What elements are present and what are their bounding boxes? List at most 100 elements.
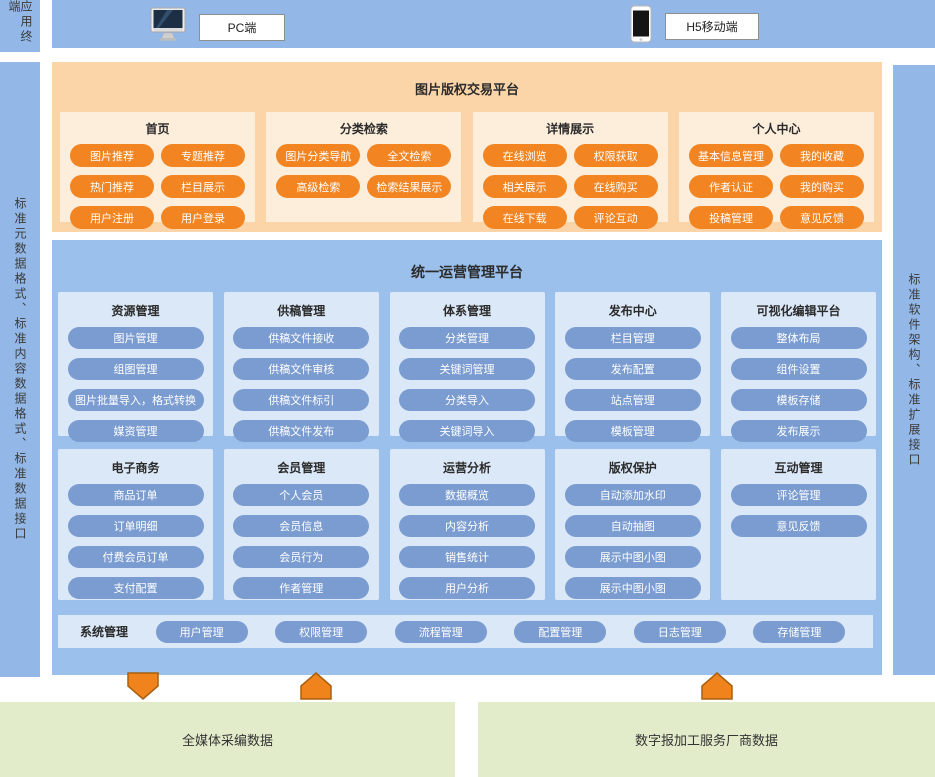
module-group: 运营分析数据概览内容分析销售统计用户分析 bbox=[389, 449, 545, 600]
feature-group: 首页图片推荐专题推荐热门推荐栏目展示用户注册用户登录 bbox=[60, 112, 255, 229]
module-button: 发布配置 bbox=[564, 358, 701, 380]
module-title: 会员管理 bbox=[277, 461, 326, 475]
feature-group: 分类检索图片分类导航全文检索高级检索检索结果展示 bbox=[266, 112, 462, 222]
feature-button: 图片分类导航 bbox=[276, 144, 361, 167]
module-group: 资源管理图片管理组图管理图片批量导入，格式转换媒资管理 bbox=[58, 292, 213, 442]
ops-module-row: 电子商务商品订单订单明细付费会员订单支付配置会员管理个人会员会员信息会员行为作者… bbox=[58, 449, 876, 600]
ops-platform-title: 统一运营管理平台 bbox=[411, 264, 523, 280]
h5-terminal: H5移动端 bbox=[630, 5, 759, 48]
module-button: 整体布局 bbox=[730, 327, 867, 349]
module-title: 运营分析 bbox=[442, 461, 491, 475]
ops-module-row: 资源管理图片管理组图管理图片批量导入，格式转换媒资管理供稿管理供稿文件接收供稿文… bbox=[58, 292, 876, 442]
module-button: 关键词管理 bbox=[399, 358, 535, 380]
feature-button: 在线购买 bbox=[573, 175, 658, 198]
module-group: 可视化编辑平台整体布局组件设置模板存储发布展示 bbox=[721, 292, 876, 442]
sidebar-app-terminal-label: 应用终端 bbox=[7, 0, 33, 45]
module-button: 展示中图小图 bbox=[564, 577, 701, 599]
button-grid: 图片推荐专题推荐热门推荐栏目展示用户注册用户登录 bbox=[60, 144, 255, 229]
trade-platform-panel: 图片版权交易平台 首页图片推荐专题推荐热门推荐栏目展示用户注册用户登录 分类检索图… bbox=[52, 62, 882, 232]
module-button: 图片管理 bbox=[67, 327, 204, 349]
module-button: 栏目管理 bbox=[564, 327, 701, 349]
module-button: 用户分析 bbox=[399, 577, 535, 599]
trade-platform-title: 图片版权交易平台 bbox=[414, 82, 519, 97]
feature-button: 评论互动 bbox=[573, 206, 658, 229]
sidebar-standards-left-label: 标准元数据格式、标准内容数据格式、标准数据接口 bbox=[13, 197, 27, 542]
module-button: 数据概览 bbox=[399, 484, 535, 506]
module-group: 互动管理评论管理意见反馈 bbox=[721, 449, 876, 600]
pc-terminal: PC端 bbox=[150, 7, 285, 47]
module-button: 供稿文件审核 bbox=[233, 358, 370, 380]
feature-button: 全文检索 bbox=[367, 144, 452, 167]
feature-button: 热门推荐 bbox=[70, 175, 154, 198]
module-button: 分类导入 bbox=[399, 389, 535, 411]
group-title: 个人中心 bbox=[752, 122, 801, 136]
feature-button: 栏目展示 bbox=[161, 175, 245, 198]
module-button: 媒资管理 bbox=[67, 420, 204, 442]
system-button: 配置管理 bbox=[514, 620, 607, 643]
h5-terminal-label: H5移动端 bbox=[665, 13, 759, 40]
arrow-up-icon bbox=[300, 672, 332, 700]
module-button: 销售统计 bbox=[399, 546, 535, 568]
system-buttons: 用户管理权限管理流程管理配置管理日志管理存储管理 bbox=[128, 620, 873, 643]
data-source-label: 数字报加工服务厂商数据 bbox=[634, 733, 778, 748]
feature-button: 在线下载 bbox=[482, 206, 567, 229]
module-button: 支付配置 bbox=[67, 577, 204, 599]
feature-button: 用户登录 bbox=[161, 206, 245, 229]
module-group: 体系管理分类管理关键词管理分类导入关键词导入 bbox=[389, 292, 545, 442]
module-button: 组件设置 bbox=[730, 358, 867, 380]
group-title: 分类检索 bbox=[339, 122, 388, 136]
module-button: 会员行为 bbox=[233, 546, 370, 568]
module-group: 会员管理个人会员会员信息会员行为作者管理 bbox=[223, 449, 379, 600]
group-title: 详情展示 bbox=[546, 122, 595, 136]
data-source-box: 全媒体采编数据 bbox=[0, 702, 455, 777]
system-button: 存储管理 bbox=[753, 620, 846, 643]
module-button: 会员信息 bbox=[233, 515, 370, 537]
button-grid: 基本信息管理我的收藏作者认证我的购买投稿管理意见反馈 bbox=[679, 144, 874, 229]
feature-button: 我的购买 bbox=[779, 175, 864, 198]
feature-button: 在线浏览 bbox=[482, 144, 567, 167]
module-button: 供稿文件标引 bbox=[233, 389, 370, 411]
module-title: 可视化编辑平台 bbox=[756, 304, 841, 318]
module-group: 版权保护自动添加水印自动抽图展示中图小图展示中图小图 bbox=[555, 449, 711, 600]
module-button: 个人会员 bbox=[233, 484, 370, 506]
feature-group: 详情展示在线浏览权限获取相关展示在线购买在线下载评论互动 bbox=[472, 112, 668, 229]
system-button: 日志管理 bbox=[633, 620, 726, 643]
feature-button: 意见反馈 bbox=[779, 206, 864, 229]
arrow-down-icon bbox=[127, 672, 159, 700]
data-source-box: 数字报加工服务厂商数据 bbox=[478, 702, 935, 777]
sidebar-standards-left: 标准元数据格式、标准内容数据格式、标准数据接口 bbox=[0, 62, 40, 677]
module-title: 版权保护 bbox=[608, 461, 657, 475]
system-button: 流程管理 bbox=[394, 620, 487, 643]
module-button: 发布展示 bbox=[730, 420, 867, 442]
terminal-band: PC端 H5移动端 bbox=[52, 0, 935, 48]
system-button: 权限管理 bbox=[275, 620, 368, 643]
module-button: 供稿文件发布 bbox=[233, 420, 370, 442]
module-button: 评论管理 bbox=[730, 484, 867, 506]
module-button: 模板管理 bbox=[564, 420, 701, 442]
module-button: 商品订单 bbox=[67, 484, 204, 506]
module-button: 自动抽图 bbox=[564, 515, 701, 537]
module-title: 供稿管理 bbox=[277, 304, 326, 318]
module-button: 站点管理 bbox=[564, 389, 701, 411]
feature-button: 检索结果展示 bbox=[367, 175, 452, 198]
module-button: 内容分析 bbox=[399, 515, 535, 537]
module-title: 电子商务 bbox=[111, 461, 160, 475]
module-group: 电子商务商品订单订单明细付费会员订单支付配置 bbox=[58, 449, 213, 600]
module-button: 自动添加水印 bbox=[564, 484, 701, 506]
system-management-label: 系统管理 bbox=[80, 625, 129, 639]
module-title: 发布中心 bbox=[608, 304, 657, 318]
module-group: 发布中心栏目管理发布配置站点管理模板管理 bbox=[555, 292, 711, 442]
group-title: 首页 bbox=[145, 122, 170, 136]
feature-button: 权限获取 bbox=[573, 144, 658, 167]
module-button: 付费会员订单 bbox=[67, 546, 204, 568]
module-title: 资源管理 bbox=[111, 304, 160, 318]
desktop-icon bbox=[150, 7, 186, 47]
sidebar-app-terminal: 应用终端 bbox=[0, 0, 40, 52]
feature-button: 我的收藏 bbox=[779, 144, 864, 167]
sidebar-standards-right-label: 标准软件架构、标准扩展接口 bbox=[907, 272, 921, 468]
feature-button: 作者认证 bbox=[688, 175, 773, 198]
ops-platform-panel: 统一运营管理平台 资源管理图片管理组图管理图片批量导入，格式转换媒资管理供稿管理… bbox=[52, 240, 882, 675]
module-button: 图片批量导入，格式转换 bbox=[67, 389, 204, 411]
feature-button: 图片推荐 bbox=[70, 144, 154, 167]
